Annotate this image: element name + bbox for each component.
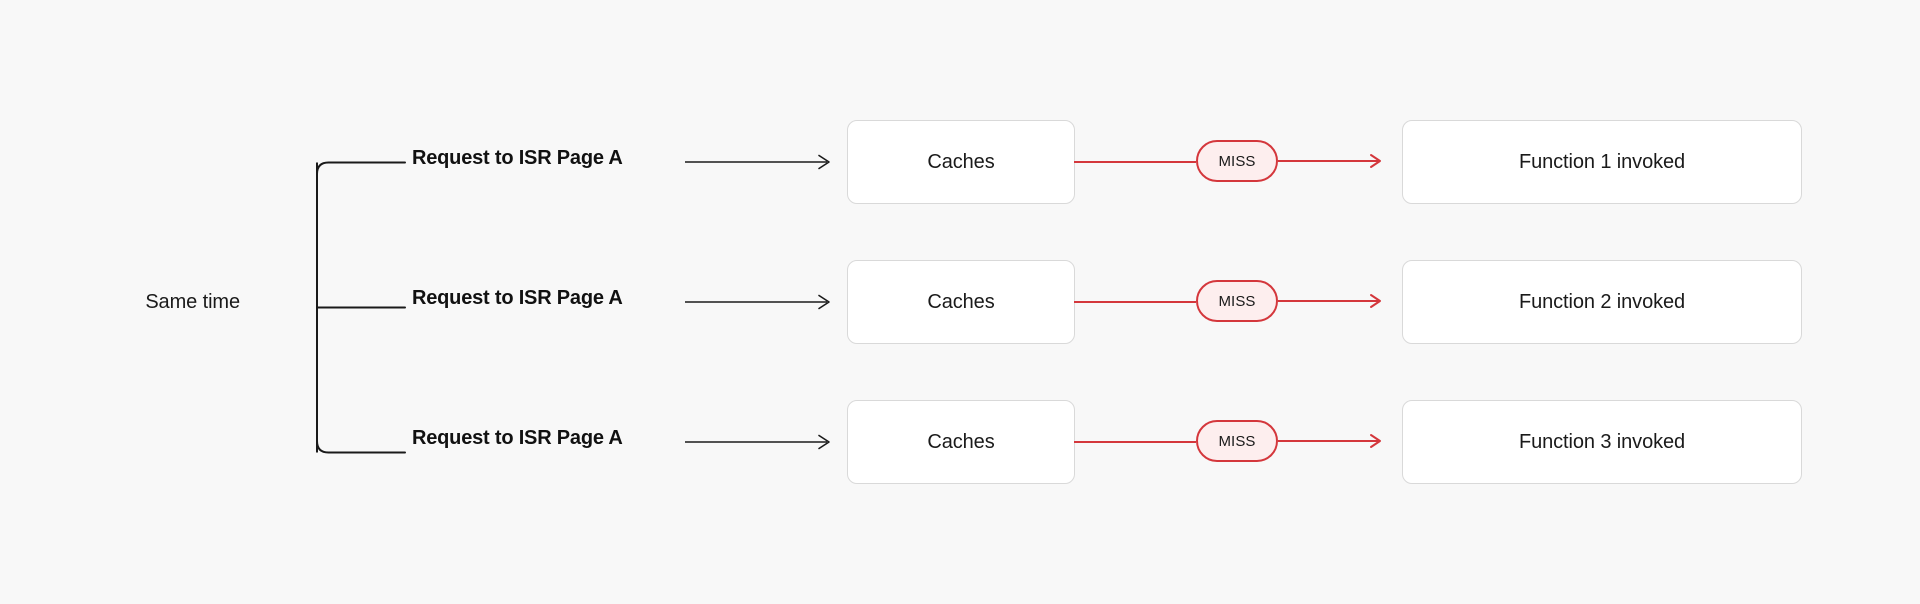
caches-box: Caches <box>847 120 1075 204</box>
function-result-box: Function 2 invoked <box>1402 260 1802 344</box>
request-arrow-icon <box>685 434 830 450</box>
function-result-box: Function 1 invoked <box>1402 120 1802 204</box>
status-badge-miss: MISS <box>1196 280 1278 322</box>
flow-row: Request to ISR Page A Caches MISS Functi… <box>0 120 1920 204</box>
flow-row: Request to ISR Page A Caches MISS Functi… <box>0 400 1920 484</box>
status-badge-miss: MISS <box>1196 420 1278 462</box>
caches-box: Caches <box>847 260 1075 344</box>
request-arrow-icon <box>685 154 830 170</box>
cache-to-miss-connector <box>1074 440 1196 443</box>
request-label: Request to ISR Page A <box>412 147 623 169</box>
request-arrow-icon <box>685 294 830 310</box>
request-label: Request to ISR Page A <box>412 287 623 309</box>
status-badge-miss: MISS <box>1196 140 1278 182</box>
miss-to-function-arrow-icon <box>1278 434 1381 448</box>
function-result-box: Function 3 invoked <box>1402 400 1802 484</box>
request-label: Request to ISR Page A <box>412 427 623 449</box>
caches-box: Caches <box>847 400 1075 484</box>
cache-to-miss-connector <box>1074 160 1196 163</box>
miss-to-function-arrow-icon <box>1278 154 1381 168</box>
flow-row: Request to ISR Page A Caches MISS Functi… <box>0 260 1920 344</box>
same-time-bracket <box>316 161 406 454</box>
same-time-label: Same time <box>145 291 240 313</box>
miss-to-function-arrow-icon <box>1278 294 1381 308</box>
cache-to-miss-connector <box>1074 300 1196 303</box>
